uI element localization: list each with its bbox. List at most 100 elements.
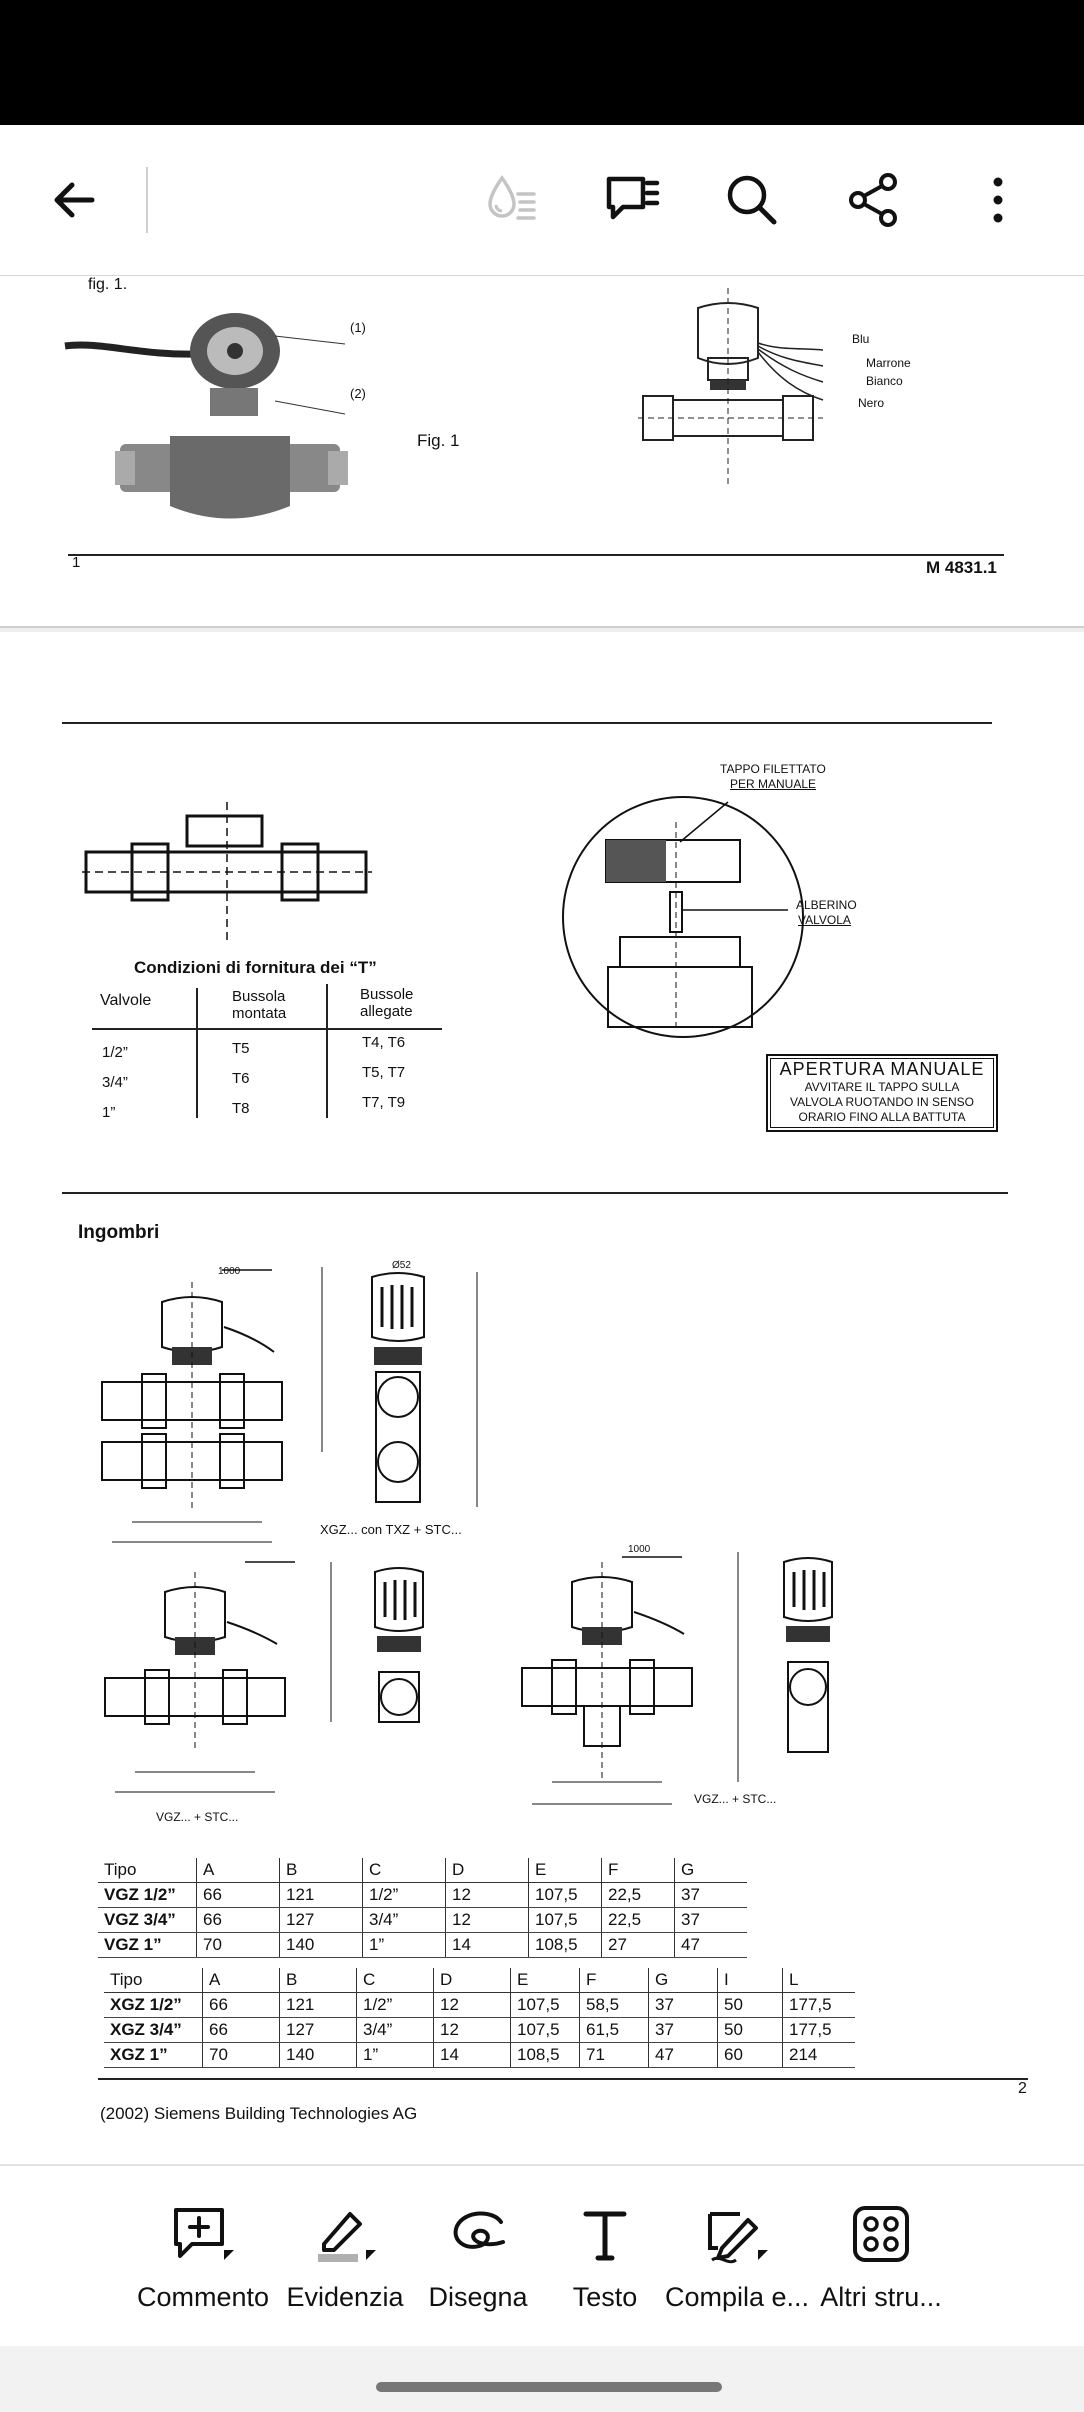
comment-tool[interactable]: Commento [128, 2204, 278, 2334]
table-cell: 140 [279, 1932, 363, 1958]
xgz-header: E [510, 1968, 580, 1993]
more-options-icon[interactable] [958, 160, 1038, 240]
back-arrow-icon[interactable] [34, 160, 114, 240]
page2-mid-rule [62, 1192, 1008, 1194]
vgz-3way-dimension-drawing [521, 1552, 833, 1805]
table-cell: 37 [648, 2017, 718, 2043]
bottom-toolbar: Commento Evidenzia Disegna Testo Compila… [0, 2164, 1084, 2348]
share-icon[interactable] [834, 160, 914, 240]
xgz-dimension-table: Tipo A B C D E F G I L XGZ 1/2” 66 121 1… [104, 1968, 855, 2068]
valve-drawing [638, 288, 824, 488]
table-cell: 70 [196, 1932, 280, 1958]
manual-title: APERTURA MANUALE [779, 1059, 985, 1079]
ingombri-title: Ingombri [78, 1222, 160, 1243]
table-cell: 22,5 [601, 1907, 675, 1933]
t-fitting-drawing [82, 802, 372, 942]
table-cell: 107,5 [510, 1992, 580, 2018]
caption-xgz: XGZ... con TXZ + STC... [320, 1522, 462, 1537]
table-cell: XGZ 1” [104, 2042, 203, 2068]
vgz-dimension-table: Tipo A B C D E F G VGZ 1/2” 66 121 1/2” … [98, 1858, 747, 1958]
vgz-dimension-drawing [104, 1561, 424, 1793]
table-cell: 66 [196, 1907, 280, 1933]
vgz-header: E [528, 1858, 602, 1883]
pdf-page-2: Condizioni di fornitura dei “T” Valvole … [0, 632, 1084, 2162]
vgz-header: A [196, 1858, 280, 1883]
fig-label: fig. 1. [88, 276, 128, 293]
highlight-label: Evidenzia [286, 2282, 404, 2312]
caption-vgz: VGZ... + STC... [156, 1810, 239, 1824]
table-cell: 47 [674, 1932, 747, 1958]
supply-cell: 1/2” [102, 1044, 128, 1061]
table-cell: 127 [279, 1907, 363, 1933]
table-cell: VGZ 3/4” [98, 1907, 197, 1933]
table-cell: 14 [433, 2042, 511, 2068]
text-label: Testo [572, 2282, 638, 2312]
xgz-dimension-drawing [101, 1267, 478, 1543]
table-cell: 12 [445, 1882, 529, 1908]
table-cell: 1/2” [362, 1882, 446, 1908]
table-cell: 3/4” [356, 2017, 434, 2043]
manual-opening-detail [562, 796, 804, 1038]
fill-sign-label: Compila e... [664, 2282, 810, 2312]
dim-1000: 1000 [218, 1266, 241, 1277]
table-cell: 14 [445, 1932, 529, 1958]
table-cell: 71 [579, 2042, 649, 2068]
xgz-header: G [648, 1968, 718, 1993]
supply-header-valvole: Valvole [100, 992, 152, 1009]
doc-code: M 4831.1 [926, 558, 997, 577]
manual-opening-box: APERTURA MANUALE AVVITARE IL TAPPO SULLA… [766, 1054, 998, 1132]
xgz-header: F [579, 1968, 649, 1993]
manual-line-1: AVVITARE IL TAPPO SULLA [804, 1080, 960, 1094]
comments-icon[interactable] [592, 160, 672, 240]
table-cell: 50 [717, 2017, 783, 2043]
vgz-header: Tipo [98, 1858, 197, 1883]
fill-sign-tool[interactable]: Compila e... [662, 2204, 812, 2334]
xgz-header: L [782, 1968, 855, 1993]
text-tool[interactable]: Testo [530, 2204, 680, 2334]
page-number-2: 2 [1018, 2080, 1027, 2097]
table-cell: 121 [279, 1992, 357, 2018]
supply-cell: 1” [102, 1104, 116, 1121]
table-cell: 3/4” [362, 1907, 446, 1933]
reading-mode-icon[interactable] [472, 160, 552, 240]
home-gesture-handle[interactable] [376, 2382, 722, 2392]
table-cell: 27 [601, 1932, 675, 1958]
table-cell: 108,5 [528, 1932, 602, 1958]
table-cell: 47 [648, 2042, 718, 2068]
highlight-tool[interactable]: Evidenzia [270, 2204, 420, 2334]
xgz-header: D [433, 1968, 511, 1993]
search-icon[interactable] [712, 160, 792, 240]
vgz-header: C [362, 1858, 446, 1883]
more-tools-label: Altri stru... [820, 2282, 942, 2312]
table-cell: 1/2” [356, 1992, 434, 2018]
xgz-header: C [356, 1968, 434, 1993]
supply-cell: T6 [232, 1070, 250, 1087]
manual-line-2: VALVOLA RUOTANDO IN SENSO [789, 1095, 975, 1109]
table-cell: 1” [362, 1932, 446, 1958]
callout-2: (2) [350, 386, 366, 401]
supply-col-rule-2 [326, 984, 328, 1118]
wire-blu: Blu [852, 332, 870, 346]
text-icon [583, 2211, 627, 2261]
table-cell: 61,5 [579, 2017, 649, 2043]
xgz-header: B [279, 1968, 357, 1993]
table-cell: 58,5 [579, 1992, 649, 2018]
table-cell: 37 [648, 1992, 718, 2018]
table-cell: 66 [202, 1992, 280, 2018]
table-cell: 107,5 [510, 2017, 580, 2043]
table-cell: 108,5 [510, 2042, 580, 2068]
table-cell: 12 [445, 1907, 529, 1933]
table-cell: 66 [196, 1882, 280, 1908]
pdf-page-1: fig. 1. (1) (2) Fig. 1 Blu Marrone Bianc… [0, 276, 1084, 628]
table-row: VGZ 1” 70 140 1” 14 108,5 27 47 [98, 1932, 747, 1958]
page-gap [0, 628, 1084, 632]
table-cell: 12 [433, 1992, 511, 2018]
table-cell: VGZ 1” [98, 1932, 197, 1958]
app-toolbar [0, 125, 1084, 277]
more-tools-tool[interactable]: Altri stru... [806, 2204, 956, 2334]
xgz-header: Tipo [104, 1968, 203, 1993]
draw-icon [453, 2211, 505, 2249]
draw-tool[interactable]: Disegna [403, 2204, 553, 2334]
draw-label: Disegna [428, 2282, 528, 2312]
page-number-1: 1 [72, 554, 81, 571]
